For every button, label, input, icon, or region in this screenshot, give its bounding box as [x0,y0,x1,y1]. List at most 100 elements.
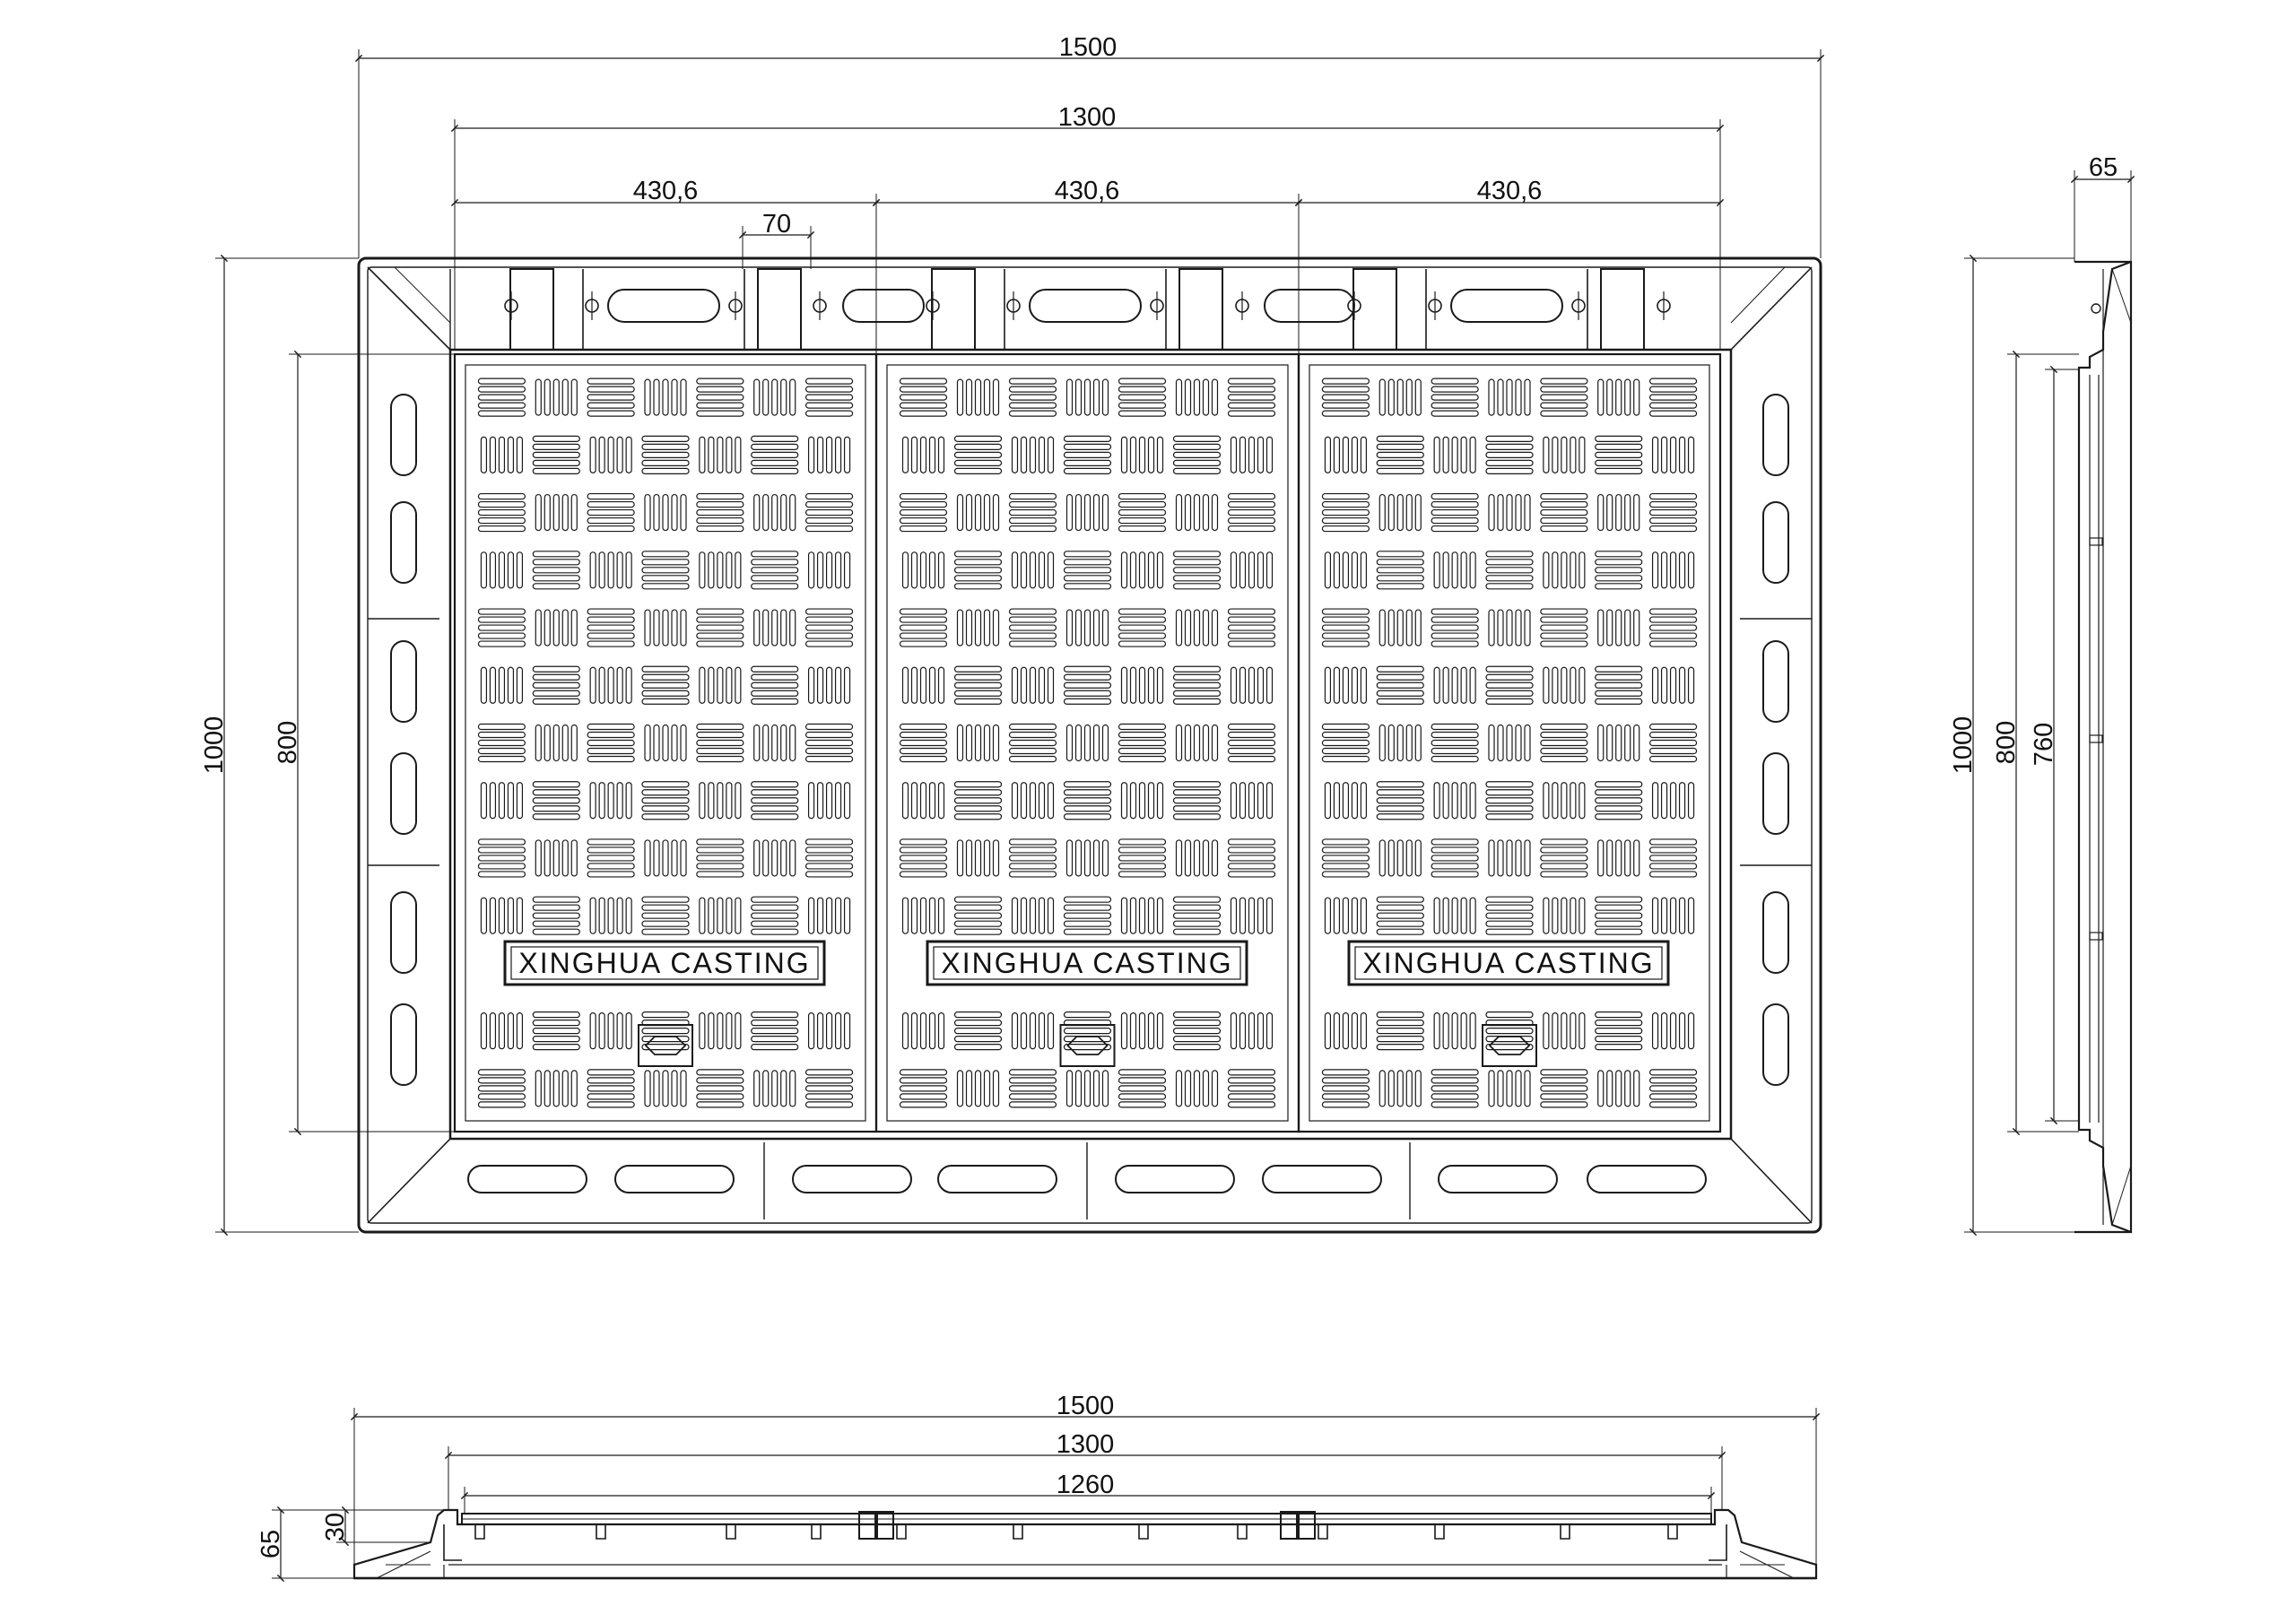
tread-slots-horizontal [899,723,948,763]
plan-view: XINGHUA CASTING XINGHUA CASTING XINGHUA … [200,33,1825,1237]
section-rib [1434,1524,1445,1540]
tread-slots-horizontal [1118,838,1167,878]
dim-inner-width: 1300 [1058,103,1117,132]
tread-slots-vertical [1065,609,1109,647]
tread-slots-horizontal [696,838,744,878]
tread-slots-horizontal [804,608,854,647]
frame-slot [1587,1165,1707,1193]
tread-slots-vertical [901,782,945,820]
tread-slots-horizontal [1063,781,1112,820]
tread-slots-horizontal [1172,1011,1222,1051]
brand-text-3: XINGHUA CASTING [1362,947,1654,979]
tread-slots-vertical [753,724,796,762]
tread-slots-horizontal [1376,781,1424,820]
tread-slots-horizontal [696,492,744,533]
tread-slots-vertical [1230,436,1274,473]
tread-slots-vertical [1433,666,1476,704]
hinge-slot [842,289,925,323]
tread-slots-vertical [589,782,632,820]
tread-slots-horizontal [751,435,799,474]
frame-inner-outline [367,266,1813,1224]
section-rib [1318,1524,1328,1540]
tread-slots-vertical [753,839,796,877]
frame-slot [390,501,417,584]
tread-slots-horizontal [532,1011,580,1051]
section-rib [474,1524,485,1540]
tread-slots-horizontal [751,665,799,705]
chamfer-line [1730,266,1813,351]
lift-key-icon [1059,1024,1116,1067]
tread-slots-horizontal [477,838,526,878]
tread-slots-vertical [1175,839,1219,877]
tread-slots-vertical [753,1070,796,1107]
section-rib [726,1524,736,1540]
section-rib [811,1524,822,1540]
side-profile-outer [2074,260,2133,1234]
tread-slots-horizontal [696,378,744,417]
tread-slots-vertical [480,551,524,589]
tread-slots-vertical [807,436,851,473]
brand-plate-2: XINGHUA CASTING [926,940,1248,986]
tread-slots-vertical [1120,782,1164,820]
tread-slots-horizontal [1485,781,1534,820]
tread-slots-vertical [1597,493,1640,532]
tread-slots-horizontal [1321,723,1370,763]
tread-slots-vertical [753,493,796,532]
frame-slot [390,752,417,835]
frame-slot [390,394,417,476]
frame-slot [390,1003,417,1086]
tread-slots-vertical [1175,724,1219,762]
section-rib [1237,1524,1248,1540]
tread-slots-horizontal [1376,665,1424,705]
tread-slots-horizontal [1118,1069,1167,1108]
tread-slots-vertical [956,724,1000,762]
tread-slots-horizontal [532,896,580,935]
dim-side-depth: 65 [2089,153,2118,182]
tread-slots-vertical [699,897,742,934]
tread-slots-vertical [1324,666,1368,704]
tread-slots-horizontal [751,896,799,935]
hinge-lug [509,268,554,350]
tread-slots-vertical [1651,897,1695,934]
tread-slots-horizontal [1595,551,1643,590]
tread-slots-vertical [807,897,851,934]
section-profile [352,1508,1818,1580]
frame-outline [357,256,1822,1234]
tread-slots-vertical [480,436,524,473]
tread-slots-horizontal [751,551,799,590]
tread-slots-vertical [1230,897,1274,934]
tread-slots-horizontal [1540,1069,1588,1108]
cover-panel-2 [874,352,1300,1133]
tread-slots-vertical [956,1070,1000,1107]
tread-slots-vertical [1011,551,1055,589]
tread-slots-horizontal [1595,896,1643,935]
tread-slots-vertical [1324,436,1368,473]
tread-slots-horizontal [1063,1011,1112,1051]
section-rib [596,1524,606,1540]
tread-slots-vertical [1488,839,1531,877]
hinge-block [1004,269,1167,351]
tread-slots-vertical [1488,493,1531,532]
tread-slots-vertical [1011,436,1055,473]
tread-slots-vertical [1175,493,1219,532]
tread-slots-horizontal [1431,838,1479,878]
section-ribs [474,1524,1678,1540]
tread-slots-vertical [1120,1012,1164,1050]
chamfer-line [367,1138,451,1224]
dim-side-inner-height: 800 [1992,721,2021,764]
tread-slots-horizontal [1485,896,1534,935]
frame-slots-left [368,394,439,1086]
tread-slots-horizontal [899,1069,948,1108]
tread-slots-vertical [1230,1012,1274,1050]
tread-slots-vertical [1175,1070,1219,1107]
tread-slots-vertical [644,609,687,647]
tread-slots-vertical [1488,378,1531,416]
tread-slots-vertical [1230,666,1274,704]
tread-slots-vertical [1065,1070,1109,1107]
tread-slots-horizontal [1008,378,1057,417]
tread-slots-vertical [1543,551,1586,589]
tread-slots-vertical [1378,609,1422,647]
tread-slots-horizontal [1172,551,1222,590]
tread-slots-horizontal [587,723,635,763]
tread-slots-horizontal [1227,723,1276,763]
